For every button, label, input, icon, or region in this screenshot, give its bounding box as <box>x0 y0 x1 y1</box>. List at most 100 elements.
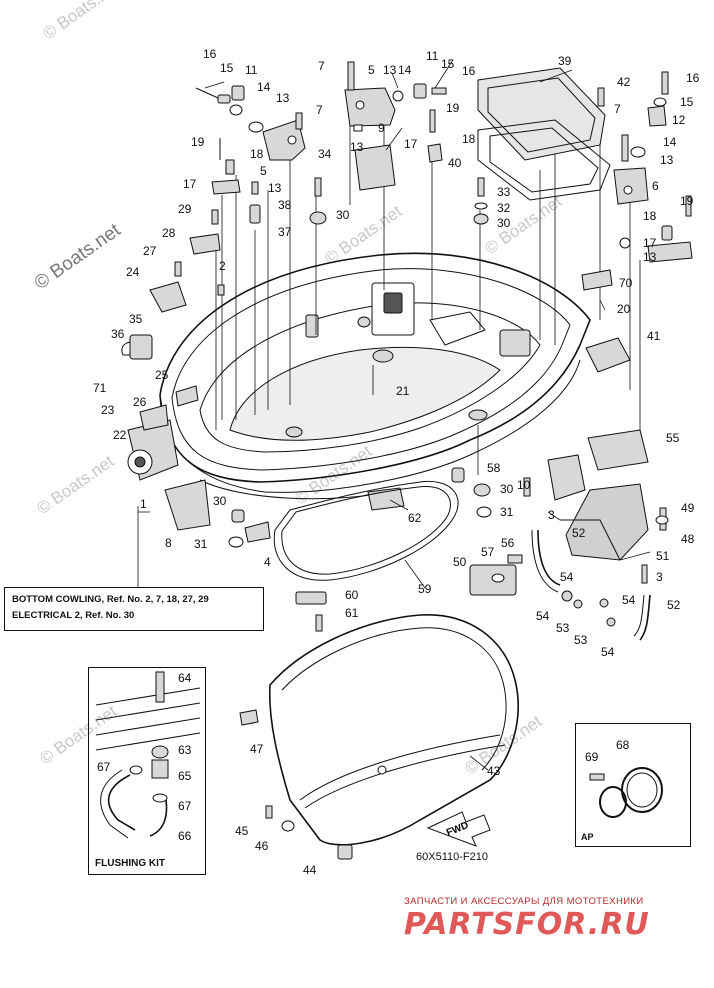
callout-67: 67 <box>97 760 111 774</box>
callout-54: 54 <box>536 609 550 623</box>
callout-11: 11 <box>245 63 258 77</box>
callout-5: 5 <box>368 63 375 77</box>
callout-3: 3 <box>656 570 663 584</box>
note-line-electrical: ELECTRICAL 2, Ref. No. 30 <box>12 610 135 621</box>
callout-21: 21 <box>396 384 410 398</box>
callout-8: 8 <box>165 536 172 550</box>
callout-63: 63 <box>178 743 192 757</box>
callout-15: 15 <box>441 57 455 71</box>
callout-46: 46 <box>255 839 269 853</box>
callout-20: 20 <box>617 302 631 316</box>
note-line-bottom-cowling: BOTTOM COWLING, Ref. No. 2, 7, 18, 27, 2… <box>12 594 209 605</box>
ap-inset-box: AP <box>575 723 691 847</box>
callout-5: 5 <box>260 164 267 178</box>
callout-19: 19 <box>680 194 694 208</box>
callout-17: 17 <box>183 177 197 191</box>
reference-note-box: BOTTOM COWLING, Ref. No. 2, 7, 18, 27, 2… <box>4 587 264 631</box>
callout-49: 49 <box>681 501 695 515</box>
callout-43: 43 <box>487 764 501 778</box>
callout-67: 67 <box>178 799 192 813</box>
callout-33: 33 <box>497 185 511 199</box>
callout-54: 54 <box>622 593 636 607</box>
callout-7: 7 <box>316 103 323 117</box>
callout-18: 18 <box>250 147 264 161</box>
watermark: © Boats.net <box>33 451 117 518</box>
callout-39: 39 <box>558 54 572 68</box>
callout-40: 40 <box>448 156 462 170</box>
callout-11: 11 <box>426 49 439 63</box>
right-side-parts <box>367 337 669 641</box>
ap-title: AP <box>581 832 594 842</box>
callout-13: 13 <box>276 91 290 105</box>
watermark: © Boats.net <box>31 219 125 294</box>
callout-12: 12 <box>672 113 686 127</box>
callout-26: 26 <box>133 395 147 409</box>
callout-54: 54 <box>560 570 574 584</box>
callout-58: 58 <box>487 461 501 475</box>
callout-7: 7 <box>318 59 325 73</box>
flushing-kit-title: FLUSHING KIT <box>95 858 165 869</box>
callout-69: 69 <box>585 750 599 764</box>
callout-13: 13 <box>643 250 657 264</box>
callout-34: 34 <box>318 147 332 161</box>
callout-3: 3 <box>548 508 555 522</box>
callout-16: 16 <box>203 47 217 61</box>
callout-30: 30 <box>336 208 350 222</box>
callout-10: 10 <box>517 478 531 492</box>
callout-13: 13 <box>383 63 397 77</box>
callout-36: 36 <box>111 327 125 341</box>
callout-18: 18 <box>462 132 476 146</box>
callout-13: 13 <box>660 153 674 167</box>
callout-30: 30 <box>213 494 227 508</box>
callout-50: 50 <box>453 555 467 569</box>
callout-31: 31 <box>194 537 208 551</box>
watermark: © Boats.net <box>39 0 123 43</box>
callout-35: 35 <box>129 312 143 326</box>
callout-53: 53 <box>574 633 588 647</box>
callout-48: 48 <box>681 532 695 546</box>
callout-18: 18 <box>643 209 657 223</box>
callout-71: 71 <box>93 381 107 395</box>
bracket-left-assembly <box>121 85 306 548</box>
cover-plate-assembly <box>473 67 693 291</box>
fwd-arrow: FWD <box>426 811 491 847</box>
shop-logo: PARTSFOR.RU <box>404 907 650 942</box>
shop-subtitle: ЗАПЧАСТИ И АКСЕССУАРЫ ДЛЯ МОТОТЕХНИКИ <box>404 896 644 907</box>
callout-66: 66 <box>178 829 192 843</box>
callout-27: 27 <box>143 244 157 258</box>
callout-15: 15 <box>680 95 694 109</box>
callout-42: 42 <box>617 75 631 89</box>
callout-7: 7 <box>614 102 621 116</box>
callout-65: 65 <box>178 769 192 783</box>
diagram-code: 60X5110-F210 <box>416 851 488 863</box>
callout-32: 32 <box>497 201 511 215</box>
callout-52: 52 <box>572 526 586 540</box>
callout-numbers: 16 15 11 14 13 7 19 18 5 13 17 38 29 37 … <box>93 47 700 877</box>
callout-14: 14 <box>257 80 271 94</box>
watermark: © Boats.net <box>321 201 405 268</box>
callout-45: 45 <box>235 824 249 838</box>
callout-16: 16 <box>686 71 700 85</box>
leader-lines <box>137 59 651 771</box>
bracket-center-assembly <box>309 61 447 225</box>
callout-30: 30 <box>497 216 511 230</box>
callout-28: 28 <box>162 226 176 240</box>
callout-24: 24 <box>126 265 140 279</box>
callout-14: 14 <box>663 135 677 149</box>
callout-31: 31 <box>500 505 514 519</box>
callout-13: 13 <box>350 140 364 154</box>
callout-51: 51 <box>656 549 670 563</box>
callout-13: 13 <box>268 181 282 195</box>
flushing-kit-box: FLUSHING KIT <box>88 667 206 875</box>
callout-44: 44 <box>303 863 317 877</box>
callout-30: 30 <box>500 482 514 496</box>
callout-57: 57 <box>481 545 495 559</box>
callout-25: 25 <box>155 368 169 382</box>
callout-16: 16 <box>462 64 476 78</box>
callout-64: 64 <box>178 671 192 685</box>
callout-47: 47 <box>250 742 264 756</box>
callout-17: 17 <box>404 137 418 151</box>
callout-38: 38 <box>278 198 292 212</box>
callout-17: 17 <box>643 236 657 250</box>
